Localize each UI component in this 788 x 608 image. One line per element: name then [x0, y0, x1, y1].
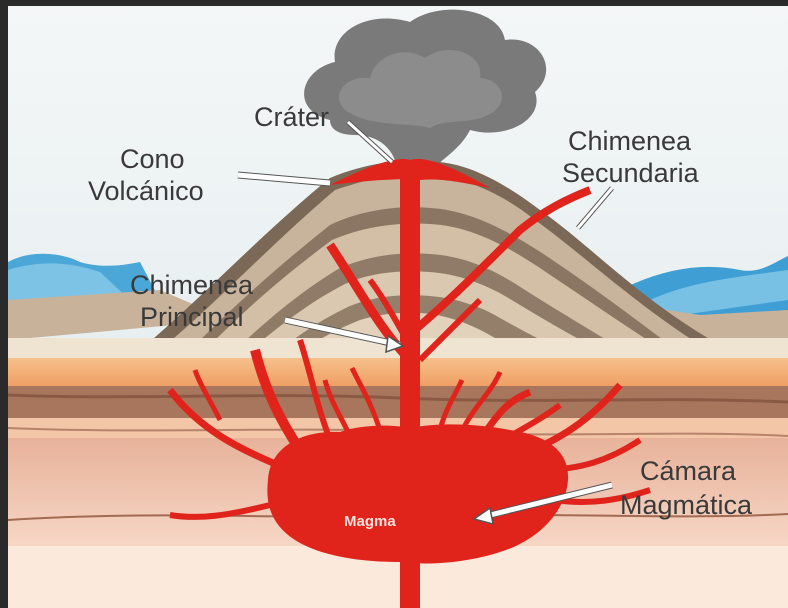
left-frame-edge	[0, 0, 8, 608]
label-main-line1: Chimenea	[130, 270, 254, 300]
label-magma: Magma	[344, 513, 396, 530]
label-chamber-line1: Cámara	[640, 456, 737, 486]
label-cone-line1: Cono	[120, 144, 185, 174]
label-secondary-line2: Secundaria	[562, 158, 700, 188]
label-secondary-line1: Chimenea	[568, 126, 692, 156]
label-main-line2: Principal	[140, 302, 244, 332]
top-frame-edge	[0, 0, 788, 6]
label-cone-line2: Volcánico	[88, 176, 204, 206]
label-chamber-line2: Magmática	[620, 490, 753, 520]
label-crater: Cráter	[254, 102, 329, 132]
